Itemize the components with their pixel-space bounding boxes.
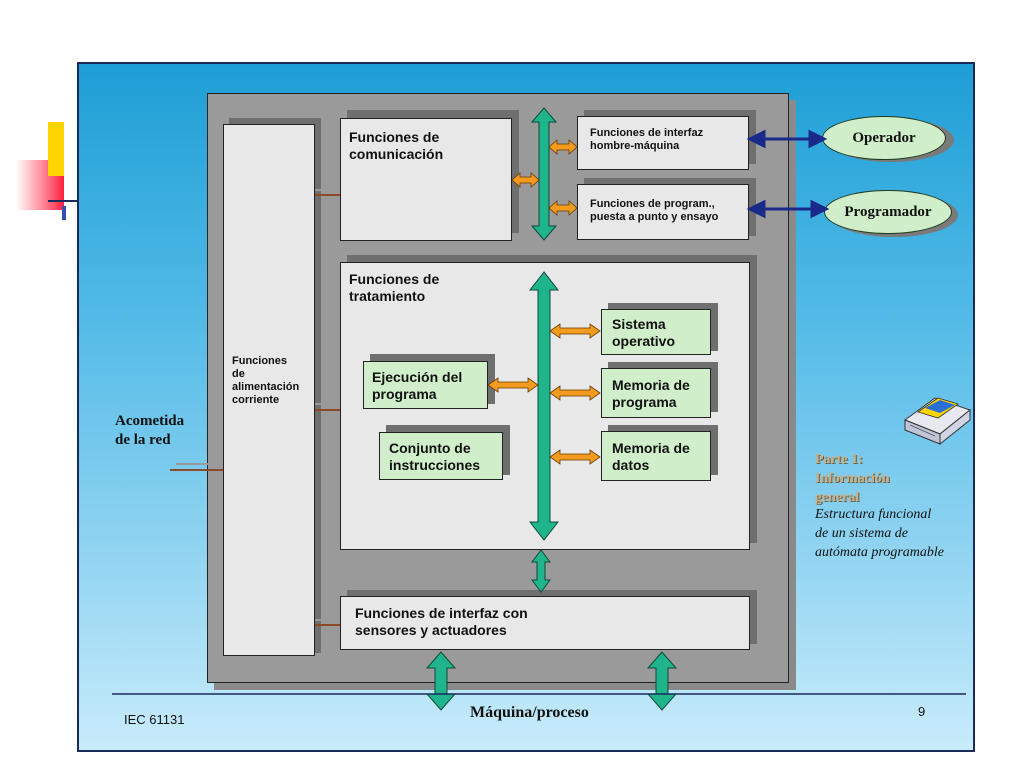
programador-arrow-right-head <box>810 199 830 219</box>
ejecucion-block: Ejecución del programa <box>363 361 488 409</box>
slide-caption: Estructura funcional de un sistema de au… <box>815 507 944 560</box>
operador-arrow-right-head <box>808 129 828 149</box>
process-arrow-right <box>646 651 678 711</box>
link-bus-memoria-datos <box>549 449 601 465</box>
tratamiento-label: Funciones de tratamiento <box>349 271 440 304</box>
interfaz-hm-label: Funciones de interfaz hombre-máquina <box>590 127 704 152</box>
operador-ellipse: Operador <box>822 116 946 160</box>
footer-standard: IEC 61131 <box>124 712 185 727</box>
interfaz-sensores-block: Funciones de interfaz con sensores y act… <box>340 596 750 650</box>
printer-icon <box>903 397 972 446</box>
memoria-programa-block: Memoria de programa <box>601 368 711 418</box>
process-arrow-left <box>425 651 457 711</box>
comunicacion-block: Funciones de comunicación <box>340 118 512 241</box>
link-bus-sistema-operativo <box>549 323 601 339</box>
footer-page-number: 9 <box>918 704 926 719</box>
interfaz-sensores-label: Funciones de interfaz con sensores y act… <box>355 605 528 638</box>
sistema-operativo-block: Sistema operativo <box>601 309 711 355</box>
decorative-tick <box>62 206 66 220</box>
main-bus-arrow <box>528 271 560 541</box>
programacion-label: Funciones de program., puesta a punto y … <box>590 198 719 223</box>
programador-arrow-left-head <box>746 199 766 219</box>
programacion-block: Funciones de program., puesta a punto y … <box>577 184 749 240</box>
conjunto-block: Conjunto de instrucciones <box>379 432 503 480</box>
link-ejecucion-bus <box>487 377 539 393</box>
link-comm-bus <box>511 172 540 188</box>
operador-arrow-left-head <box>746 129 766 149</box>
interfaz-hm-block: Funciones de interfaz hombre-máquina <box>577 116 749 170</box>
memoria-programa-label: Memoria de programa <box>612 377 690 410</box>
acometida-label: Acometida de la red <box>115 413 185 448</box>
link-bus-programacion <box>548 200 578 216</box>
link-bus-memoria-programa <box>549 385 601 401</box>
comunicacion-label: Funciones de comunicación <box>349 129 444 162</box>
maquina-proceso-label: Máquina/proceso <box>470 704 589 721</box>
alimentacion-label: Funciones de alimentación corriente <box>232 355 300 406</box>
tratamiento-sensores-arrow <box>531 549 551 593</box>
part-title: Parte 1: Información general <box>815 452 890 505</box>
alimentacion-block: Funciones de alimentación corriente <box>223 124 315 656</box>
conjunto-label: Conjunto de instrucciones <box>389 440 481 473</box>
top-bus-arrow <box>530 107 558 241</box>
memoria-datos-label: Memoria de datos <box>612 440 690 473</box>
sistema-operativo-label: Sistema operativo <box>612 316 676 349</box>
link-bus-interfaz-hm <box>548 139 578 155</box>
ejecucion-label: Ejecución del programa <box>372 369 463 402</box>
memoria-datos-block: Memoria de datos <box>601 431 711 481</box>
decorative-yellow-block <box>48 122 64 176</box>
programador-ellipse: Programador <box>824 190 952 234</box>
